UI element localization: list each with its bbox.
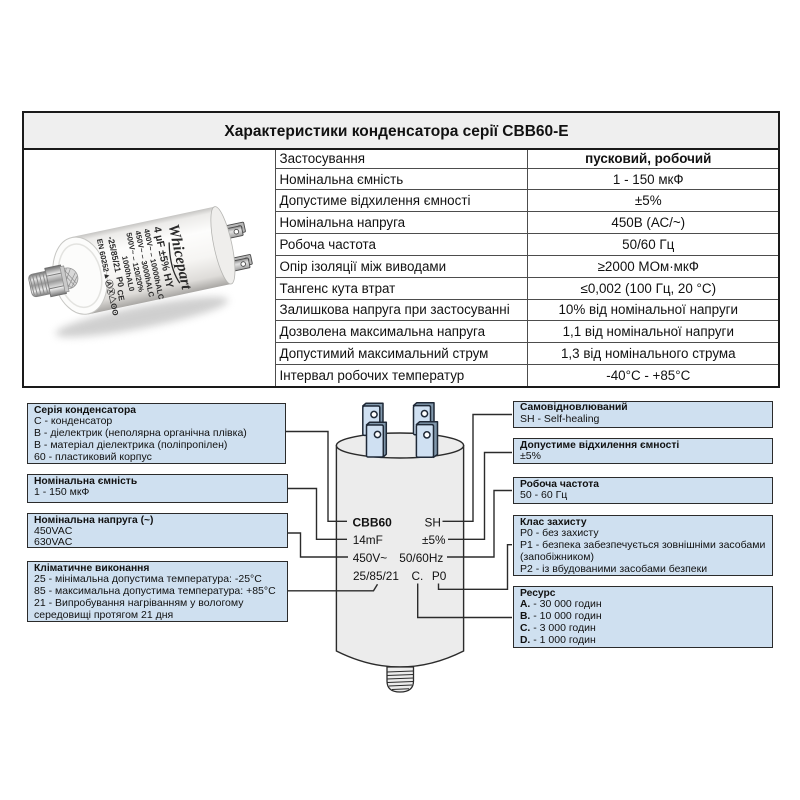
svg-text:450V~: 450V~: [353, 551, 388, 565]
svg-text:CE: CE: [115, 289, 126, 302]
svg-text:CBB60: CBB60: [353, 515, 393, 529]
svg-text:25/85/21: 25/85/21: [353, 569, 399, 583]
svg-text:SH: SH: [425, 515, 441, 529]
svg-text:C.: C.: [412, 569, 424, 583]
svg-text:50/60Hz: 50/60Hz: [399, 551, 443, 565]
svg-text:P0: P0: [432, 569, 447, 583]
svg-text:±5%: ±5%: [422, 533, 446, 547]
svg-text:14mF: 14mF: [353, 533, 383, 547]
